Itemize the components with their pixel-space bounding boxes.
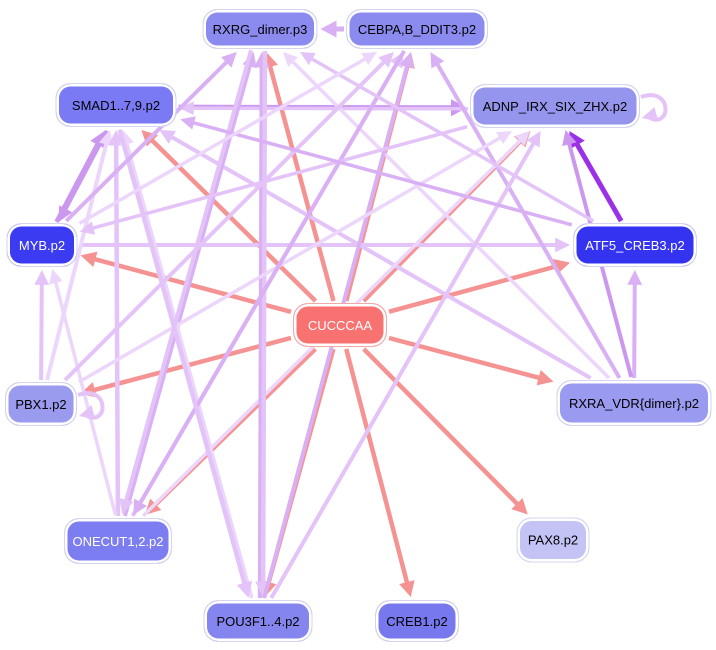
edge-cucccaa-creb1-arrowhead [399,580,415,597]
edge-pbx1-cebpa [63,59,387,382]
node-label: POU3F1..4.p2 [216,613,300,629]
edge-adnp-myb [91,124,468,231]
edge-cebpa-rxrg-arrowhead [320,20,337,38]
node-pou3f1[interactable]: POU3F1..4.p2 [203,600,313,642]
edge-onecut-myb [53,280,118,516]
edge-smad-pou3f1 [117,129,248,586]
node-label: PAX8.p2 [527,532,579,548]
edge-rxra-adnp-arrowhead [562,129,577,147]
edge-cucccaa-pax8 [362,347,520,507]
edge-rxra-cebpa [435,62,622,380]
edge-pbx1-adnp-arrowhead [496,131,512,145]
edge-pbx1-myb [39,282,44,381]
edge-adnp-myb-arrowhead [79,221,96,235]
node-rxrg[interactable]: RXRG_dimer.p3 [202,9,318,49]
node-label: ADNP_IRX_SIX_ZHX.p2 [482,98,628,114]
node-cebpa[interactable]: CEBPA,B_DDIT3.p2 [346,9,488,49]
node-label: ONECUT1,2.p2 [72,533,164,549]
edge-pou3f1-cebpa-arrowhead [399,52,415,69]
edge-cebpa-onecut-arrowhead [133,498,148,515]
edge-atf5-rxrg-arrowhead [299,52,316,66]
edge-rxra-cebpa-arrowhead [430,52,445,69]
node-pax8[interactable]: PAX8.p2 [516,517,590,563]
edge-pou3f1-smad [124,141,254,599]
node-label: PBX1.p2 [15,396,67,412]
edge-pbx1-myb-arrowhead [34,270,50,285]
edge-rxrg-onecut-arrowhead [119,497,134,515]
node-label: MYB.p2 [18,237,66,253]
edge-atf5-smad [191,120,573,227]
edge-cebpa-onecut [137,49,406,505]
edge-smad-myb-arrowhead [58,205,73,222]
node-cucccaa[interactable]: CUCCCAA [293,303,387,347]
edge-rxra-atf5-arrowhead [627,270,643,285]
edge-cucccaa-pax8-arrowhead [511,497,528,515]
edge-atf5-adnp [574,141,624,223]
edge-atf5-adnp-arrowhead [569,131,585,150]
edge-cucccaa-rxra [388,335,542,381]
edge-cucccaa-rxrg [267,64,336,302]
edge-pou3f1-adnp [269,141,536,599]
edge-rxrg-onecut [123,49,253,503]
edge-adnp-smad-arrowhead [179,101,194,116]
edge-myb-rxrg [64,59,230,223]
edge-cucccaa-rxra-arrowhead [536,370,554,386]
node-onecut[interactable]: ONECUT1,2.p2 [64,518,172,564]
edge-myb-cebpa [78,56,368,225]
node-label: CREB1.p2 [386,613,448,629]
edge-cucccaa-creb1 [344,348,410,585]
edge-myb-atf5-arrowhead [555,237,570,253]
edge-cucccaa-myb-arrowhead [80,251,98,268]
edge-smad-pou3f1-arrowhead [236,580,253,598]
edge-pou3f1-rxrg [257,65,265,599]
edge-smad-myb [62,129,109,212]
node-label: RXRG_dimer.p3 [212,21,308,37]
edge-cucccaa-smad [149,137,318,303]
edge-cucccaa-atf5 [388,263,558,314]
node-label: CUCCCAA [307,317,373,333]
node-label: ATF5_CREB3.p2 [585,237,685,253]
edge-onecut-adnp-arrowhead [514,131,530,146]
edge-pbx1-adnp [78,135,503,384]
edge-cucccaa-pbx1 [92,335,292,393]
node-atf5[interactable]: ATF5_CREB3.p2 [573,223,697,267]
edge-atf5-rxrg [309,56,595,223]
edge-myb-cebpa-arrowhead [361,52,378,66]
edge-rxra-smad [169,134,592,380]
node-myb[interactable]: MYB.p2 [6,223,78,267]
edge-onecut-rxrg [123,63,253,517]
edge-pou3f1-adnp-arrowhead [526,131,541,148]
node-smad[interactable]: SMAD1..7,9.p2 [55,83,177,127]
edge-rxra-rxrg-arrowhead [283,52,298,67]
node-pbx1[interactable]: PBX1.p2 [5,382,77,426]
edge-onecut-myb-arrowhead [49,269,63,285]
edge-adnp-adnp-arrowhead [642,106,659,122]
node-label: RXRA_VDR{dimer}.p2 [568,395,700,411]
edge-rxra-rxrg [290,59,611,380]
edge-pbx1-smad [45,141,109,381]
edge-rxrg-pou3f1 [260,51,268,584]
node-label: SMAD1..7,9.p2 [71,97,161,113]
edge-onecut-smad-arrowhead [108,130,125,146]
edge-rxra-atf5 [632,282,637,379]
edge-pbx1-cebpa-arrowhead [378,52,394,68]
edge-pbx1-pbx1-arrowhead [79,404,96,420]
edge-myb-rxrg-arrowhead [221,52,237,68]
node-adnp[interactable]: ADNP_IRX_SIX_ZHX.p2 [470,84,640,128]
node-rxra[interactable]: RXRA_VDR{dimer}.p2 [556,380,712,426]
node-creb1[interactable]: CREB1.p2 [375,600,459,642]
node-label: CEBPA,B_DDIT3.p2 [357,21,477,37]
edge-pbx1-smad-arrowhead [98,130,114,147]
edge-atf5-smad-arrowhead [180,116,196,130]
edge-rxra-smad-arrowhead [159,130,176,144]
